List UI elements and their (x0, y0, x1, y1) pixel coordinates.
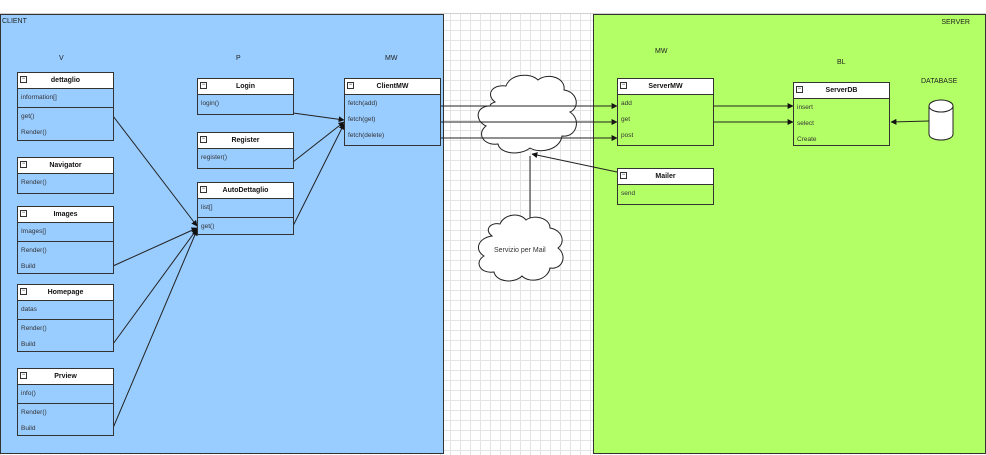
collapse-icon[interactable]: − (20, 210, 27, 217)
attr-information: information[] (21, 94, 57, 101)
class-header: −Login (198, 79, 293, 95)
class-dettaglio[interactable]: −dettaglio information[] get() Render() (17, 72, 114, 141)
method-build: Build (21, 263, 36, 270)
method-insert: insert (797, 104, 813, 111)
class-header: −ServerMW (618, 79, 713, 95)
method-build: Build (21, 341, 36, 348)
collapse-icon[interactable]: − (20, 161, 27, 168)
class-header: −AutoDettaglio (198, 183, 293, 199)
class-mailer[interactable]: −Mailer send (617, 168, 714, 205)
server-label: SERVER (941, 19, 970, 26)
method-fetch-get: fetch(get) (348, 116, 376, 123)
collapse-icon[interactable]: − (20, 372, 27, 379)
class-header: −ClientMW (345, 79, 440, 95)
attr-images: Images[] (21, 228, 46, 235)
collapse-icon[interactable]: − (20, 76, 27, 83)
method-post: post (621, 132, 634, 139)
method-register: register() (201, 154, 228, 161)
class-header: −Register (198, 133, 293, 149)
class-clientmw[interactable]: −ClientMW fetch(add) fetch(get) fetch(de… (344, 78, 441, 146)
class-header: −ServerDB (794, 83, 889, 99)
cloud-internet (477, 74, 577, 154)
column-label-mw-client: MW (385, 55, 398, 62)
class-header: −Mailer (618, 169, 713, 185)
method-render: Render() (21, 409, 47, 416)
collapse-icon[interactable]: − (20, 288, 27, 295)
class-homepage[interactable]: −Homepage datas Render() Build (17, 284, 114, 352)
method-login: login() (201, 100, 220, 107)
column-label-mw-server: MW (655, 48, 668, 55)
collapse-icon[interactable]: − (347, 82, 354, 89)
method-get: get() (201, 223, 215, 230)
method-render: Render() (21, 179, 47, 186)
method-create: Create (797, 136, 817, 143)
column-label-bl: BL (837, 59, 846, 66)
class-header: −Images (18, 207, 113, 223)
class-login[interactable]: −Login login() (197, 78, 294, 115)
collapse-icon[interactable]: − (796, 86, 803, 93)
method-add: add (621, 100, 632, 107)
class-register[interactable]: −Register register() (197, 132, 294, 169)
attr-info: info() (21, 390, 36, 397)
method-fetch-add: fetch(add) (348, 100, 378, 107)
client-label: CLIENT (2, 18, 27, 25)
method-get: get() (21, 113, 35, 120)
class-servermw[interactable]: −ServerMW add get post (617, 78, 714, 146)
attr-list: list[] (201, 204, 213, 211)
collapse-icon[interactable]: − (620, 172, 627, 179)
collapse-icon[interactable]: − (200, 186, 207, 193)
method-render: Render() (21, 325, 47, 332)
class-header: −dettaglio (18, 73, 113, 89)
class-header: −Navigator (18, 158, 113, 174)
class-serverdb[interactable]: −ServerDB insert select Create (793, 82, 890, 146)
class-prview[interactable]: −Prview info() Render() Build (17, 368, 114, 436)
method-render: Render() (21, 129, 47, 136)
collapse-icon[interactable]: − (200, 82, 207, 89)
mail-service-label: Servizio per Mail (494, 247, 546, 254)
class-images[interactable]: −Images Images[] Render() Build (17, 206, 114, 274)
class-header: −Prview (18, 369, 113, 385)
class-autodettaglio[interactable]: −AutoDettaglio list[] get() (197, 182, 294, 235)
method-render: Render() (21, 247, 47, 254)
class-navigator[interactable]: −Navigator Render() (17, 157, 114, 194)
class-header: −Homepage (18, 285, 113, 301)
top-strip (0, 0, 986, 14)
method-send: send (621, 190, 636, 197)
method-get: get (621, 116, 631, 123)
column-label-p: P (236, 55, 241, 62)
method-fetch-delete: fetch(delete) (348, 132, 385, 139)
database-label: DATABASE (921, 78, 958, 85)
method-build: Build (21, 425, 36, 432)
collapse-icon[interactable]: − (620, 82, 627, 89)
column-label-v: V (59, 55, 64, 62)
collapse-icon[interactable]: − (200, 136, 207, 143)
method-select: select (797, 120, 814, 127)
attr-datas: datas (21, 306, 37, 313)
